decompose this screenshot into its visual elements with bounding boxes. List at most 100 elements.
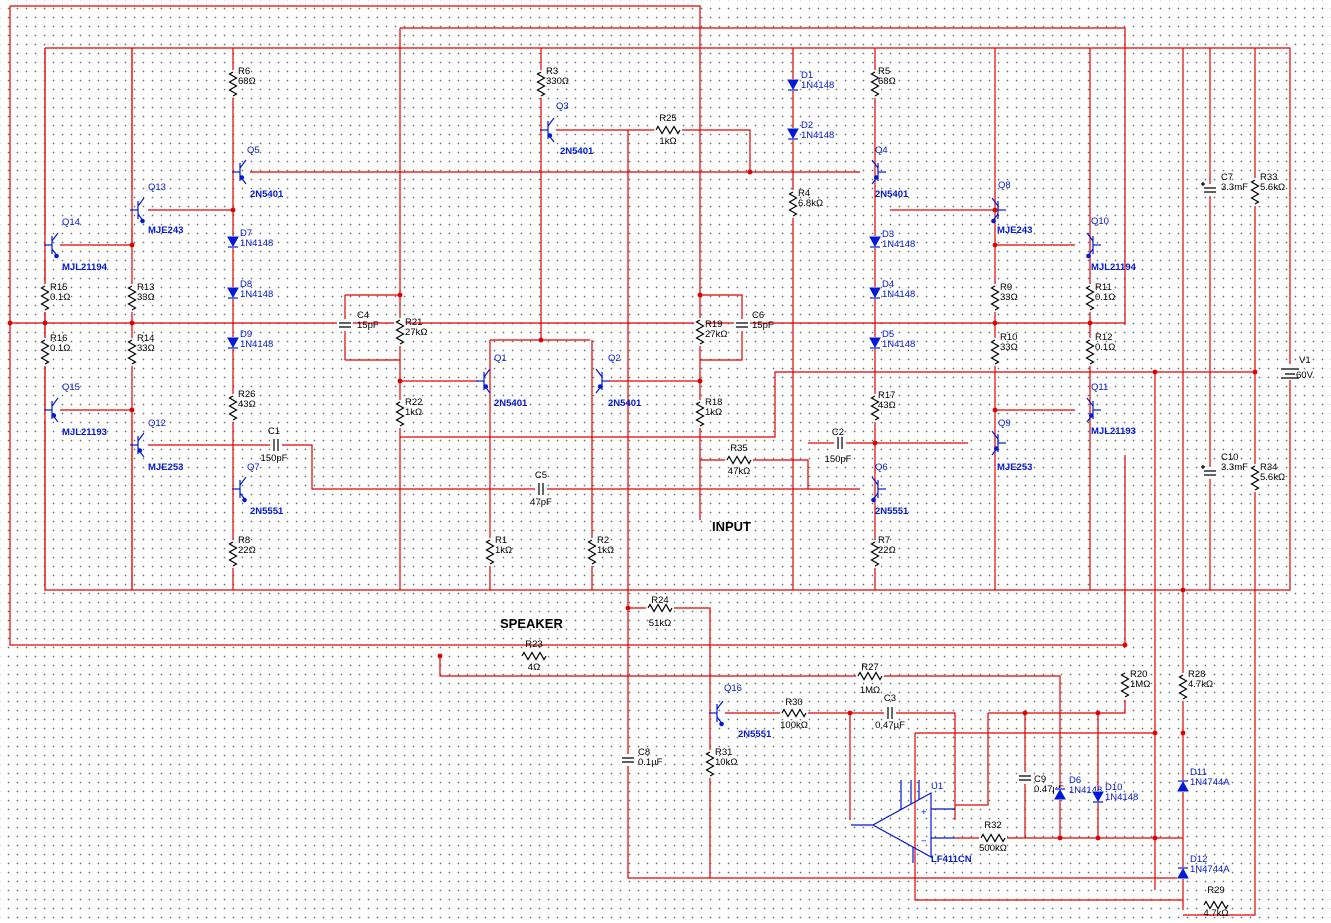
- d2-ref: D2: [801, 120, 813, 131]
- q6-transistor: Q6 2N5551: [871, 462, 909, 517]
- u1-ref: U1: [931, 781, 943, 792]
- r2-value: 1kΩ: [597, 545, 614, 556]
- q11-value: MJL21193: [1091, 426, 1136, 437]
- u1-plus-sign: +: [921, 807, 927, 818]
- d8-ref: D8: [240, 279, 252, 290]
- q9-ref: Q9: [998, 418, 1011, 429]
- c6-value: 15pF: [752, 320, 774, 331]
- r15-value: 0.1Ω: [50, 292, 70, 303]
- r21-ref: R21: [405, 317, 422, 328]
- r22-ref: R22: [405, 397, 422, 408]
- c8-capacitor: C80.1µF: [620, 747, 663, 768]
- r6-value: 68Ω: [238, 76, 256, 87]
- r18-ref: R18: [705, 397, 722, 408]
- c1-ref: C1: [268, 426, 280, 437]
- q2-ref: Q2: [608, 353, 621, 364]
- q3-ref: Q3: [556, 101, 569, 112]
- r34-ref: R34: [1260, 462, 1277, 473]
- r18-value: 1kΩ: [705, 407, 722, 418]
- r29-value: 4.7kΩ: [1203, 908, 1228, 919]
- q15-ref: Q15: [62, 382, 80, 393]
- wire-layer: [9, 5, 1291, 916]
- component-layer: R668ΩR3330ΩR568ΩR46.8kΩR335.6kΩR345.6kΩR…: [39, 66, 1314, 919]
- q6-value: 2N5551: [875, 506, 909, 517]
- r24-value: 51kΩ: [649, 618, 671, 629]
- r16-value: 0.1Ω: [50, 343, 70, 354]
- r27-ref: R27: [861, 662, 878, 673]
- q15-value: MJL21193: [62, 427, 107, 438]
- r32-value: 500kΩ: [979, 843, 1007, 854]
- r34-value: 5.6kΩ: [1260, 472, 1285, 483]
- r1-ref: R1: [495, 535, 507, 546]
- c8-ref: C8: [638, 747, 650, 758]
- r13-value: 33Ω: [137, 292, 155, 303]
- q12-value: MJE253: [148, 462, 183, 473]
- d9-ref: D9: [240, 329, 252, 340]
- q14-value: MJL21194: [62, 262, 108, 273]
- r7-ref: R7: [878, 535, 890, 546]
- c3-capacitor: C30.47µF: [875, 693, 905, 731]
- q11-ref: Q11: [1091, 382, 1108, 393]
- r4-ref: R4: [798, 188, 810, 199]
- r14-ref: R14: [137, 333, 154, 344]
- c5-ref: C5: [535, 470, 547, 481]
- r12-value: 0.1Ω: [1095, 342, 1115, 353]
- r9-value: 33Ω: [1000, 292, 1018, 303]
- r4-value: 6.8kΩ: [798, 198, 823, 209]
- r30-ref: R30: [785, 697, 802, 708]
- r31-ref: R31: [715, 747, 732, 758]
- q7-value: 2N5551: [250, 506, 284, 517]
- r26-ref: R26: [238, 389, 255, 400]
- r6-ref: R6: [238, 66, 250, 77]
- d3-value: 1N4148: [882, 239, 915, 250]
- r19-value: 27kΩ: [705, 329, 727, 340]
- d10-value: 1N4148: [1105, 792, 1138, 803]
- net-label-layer: INPUT SPEAKER: [500, 519, 751, 631]
- r21-value: 27kΩ: [405, 327, 427, 338]
- r33-ref: R33: [1260, 172, 1277, 183]
- c5-value: 47pF: [530, 497, 552, 508]
- d3-ref: D3: [882, 229, 894, 240]
- d11-value: 1N4744A: [1190, 777, 1230, 788]
- r19-ref: R19: [705, 319, 722, 330]
- c10-value: 3.3mF: [1221, 462, 1248, 473]
- q5-value: 2N5401: [250, 189, 284, 200]
- c3-ref: C3: [884, 693, 896, 704]
- r3-ref: R3: [546, 66, 558, 77]
- d11-ref: D11: [1190, 767, 1207, 778]
- junction-layer: [7, 169, 1258, 841]
- q13-ref: Q13: [148, 182, 166, 193]
- d9-value: 1N4148: [240, 339, 273, 350]
- q4-value: 2N5401: [875, 189, 909, 200]
- d7-value: 1N4148: [240, 238, 273, 249]
- r11-value: 0.1Ω: [1095, 292, 1115, 303]
- q6-ref: Q6: [875, 462, 888, 473]
- c5-capacitor: C5 47pF: [530, 470, 552, 508]
